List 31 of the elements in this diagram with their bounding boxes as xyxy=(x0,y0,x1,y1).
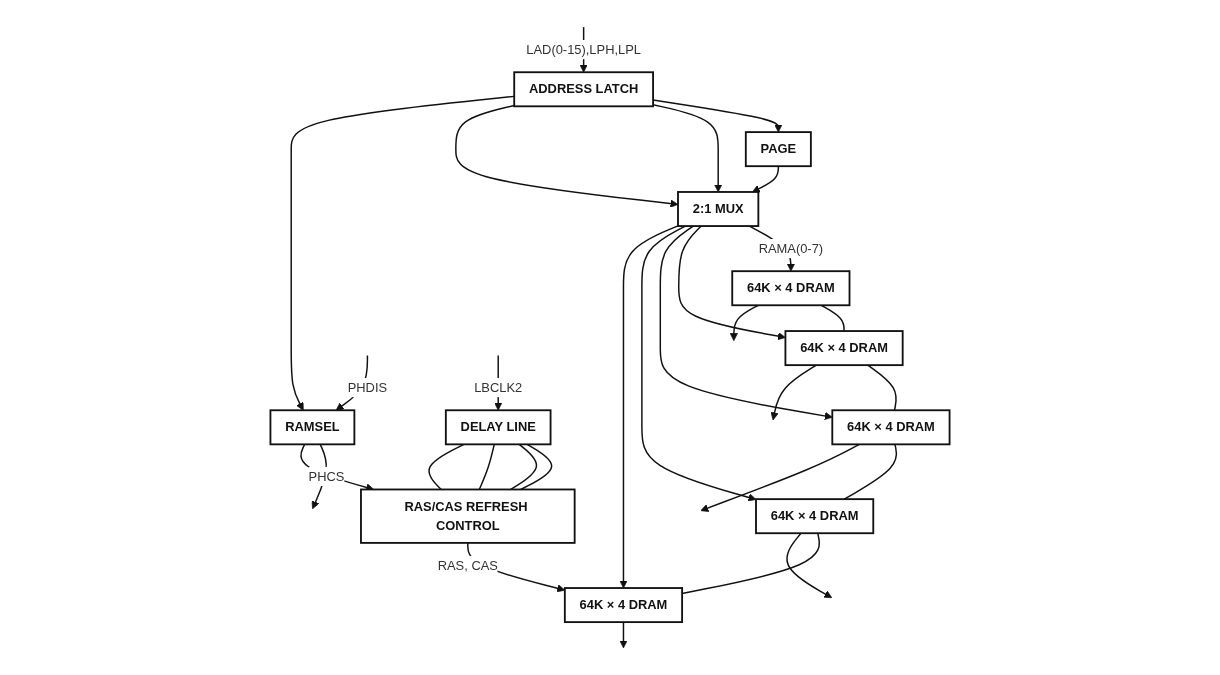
block-box: 64K × 4 DRAM xyxy=(755,498,875,535)
block-box: RAMSEL xyxy=(269,409,356,446)
connector-line xyxy=(820,304,845,332)
block-box: RAS/CAS REFRESH CONTROL xyxy=(360,488,576,544)
arrow xyxy=(729,304,760,342)
arrow xyxy=(700,443,861,512)
arrow xyxy=(641,225,757,502)
arrow xyxy=(752,165,780,193)
block-box: 64K × 4 DRAM xyxy=(784,330,904,367)
connector-line xyxy=(843,443,898,500)
block-box: PAGE xyxy=(744,131,812,168)
block-box: 64K × 4 DRAM xyxy=(831,409,951,446)
connector-line xyxy=(867,364,897,411)
block-box: 64K × 4 DRAM xyxy=(731,270,851,307)
arrow xyxy=(619,225,679,589)
connector-line xyxy=(510,443,538,491)
block-box: DELAY LINE xyxy=(444,409,552,446)
connector-line xyxy=(520,443,553,491)
arrow xyxy=(659,225,833,420)
arrow xyxy=(619,621,628,649)
arrow xyxy=(455,104,679,208)
arrow xyxy=(678,225,786,341)
connector-line xyxy=(428,443,465,491)
arrow xyxy=(786,532,833,599)
arrow xyxy=(290,95,515,411)
block-box: ADDRESS LATCH xyxy=(513,71,654,108)
arrow xyxy=(770,364,818,421)
arrow xyxy=(652,104,723,193)
connector-line xyxy=(478,443,495,491)
block-box: 64K × 4 DRAM xyxy=(563,587,683,624)
block-box: 2:1 MUX xyxy=(677,191,760,227)
